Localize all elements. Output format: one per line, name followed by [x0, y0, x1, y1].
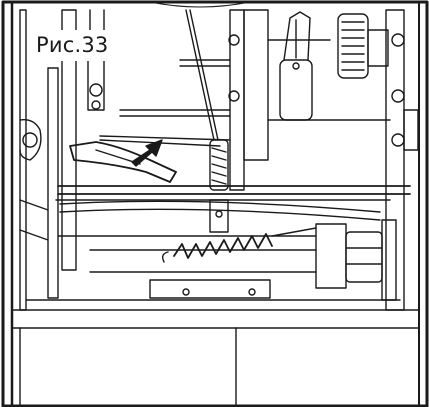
base-table — [11, 309, 420, 407]
central-frame — [119, 9, 391, 191]
belt-tensioner-lever-icon — [69, 135, 231, 183]
deck-plates — [55, 185, 411, 233]
vertical-spring — [209, 139, 229, 191]
figure-label: Рис.33 — [30, 30, 117, 62]
arrow-up-right-icon — [131, 139, 163, 167]
extension-spring-icon — [161, 227, 317, 263]
control-cable — [185, 9, 219, 141]
pulley-wheel-icon — [279, 11, 313, 121]
pulley-housing — [315, 219, 397, 301]
lower-assembly — [25, 235, 401, 301]
gear-wheel — [337, 13, 389, 79]
